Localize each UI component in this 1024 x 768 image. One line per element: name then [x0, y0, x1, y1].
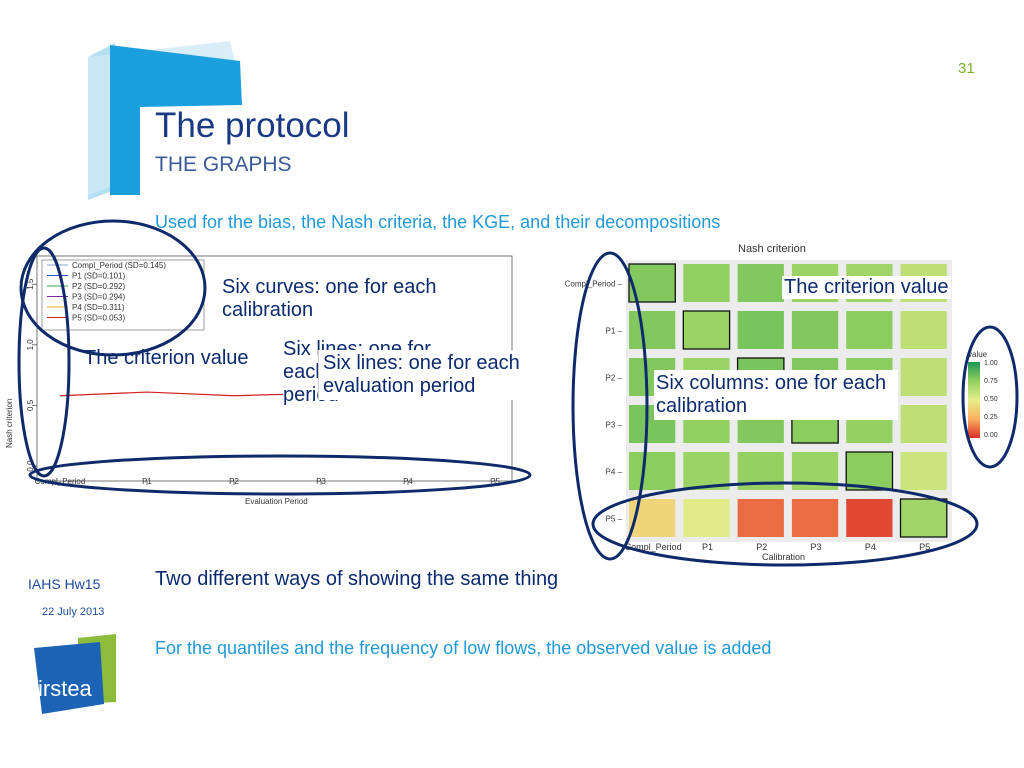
- heatmap-y-tick-label: P2 –: [606, 374, 623, 383]
- legend-entry: P3 (SD=0.294): [72, 293, 125, 302]
- heatmap-cell: [682, 310, 731, 350]
- x-tick-label: P3: [316, 477, 326, 486]
- heatmap-x-tick-label: P2: [756, 542, 767, 552]
- heatmap-cell: [629, 452, 676, 490]
- legend-entry: P5 (SD=0.053): [72, 314, 125, 323]
- heatmap-y-tick-label: P4 –: [606, 468, 623, 477]
- heatmap-cell: [900, 358, 947, 396]
- callout-six-lines: Six lines: one for each evaluation perio…: [318, 350, 532, 400]
- heatmap-cell: [791, 499, 839, 537]
- conference-label: IAHS Hw15: [28, 576, 101, 592]
- color-scale-bar: [968, 362, 980, 438]
- heatmap-cell: [737, 499, 784, 537]
- heatmap-y-tick-label: P3 –: [606, 421, 623, 430]
- heatmap-cell: [846, 311, 893, 349]
- x-ticks: Compl_Period P1 P2 P3 P4 P5: [35, 477, 501, 486]
- color-scale-tick-label: 0.00: [984, 432, 998, 439]
- x-tick-label: P4: [403, 477, 413, 486]
- date-label: 22 July 2013: [42, 606, 105, 618]
- callout-criterion-value-left: The criterion value: [84, 347, 249, 370]
- heatmap-x-axis-label: Calibration: [762, 552, 805, 562]
- x-tick-label: Compl_Period: [35, 477, 86, 486]
- y-axis-label: Nash criterion: [5, 399, 14, 448]
- slide-subtitle: THE GRAPHS: [155, 153, 292, 176]
- heatmap-cell: [900, 405, 947, 443]
- y-tick-label: 1.5: [26, 278, 35, 290]
- heatmap-x-tick-label: P5: [919, 542, 930, 552]
- heatmap-x-tick-label: P3: [811, 542, 822, 552]
- slide-title: The protocol: [155, 106, 350, 145]
- y-ticks: 0.0 0.5 1.0 1.5: [26, 278, 37, 472]
- heatmap-y-tick-label: P5 –: [606, 515, 623, 524]
- heatmap-cell: [628, 263, 676, 303]
- color-scale-tick-label: 0.75: [984, 378, 998, 385]
- heatmap-cell: [683, 452, 730, 490]
- page-number: 31: [958, 60, 975, 77]
- color-scale-tick-label: 0.50: [984, 396, 998, 403]
- heatmap-cell: [629, 499, 676, 537]
- logo-text: irstea: [38, 676, 93, 701]
- heatmap-cell: [900, 452, 947, 490]
- legend-entry: Compl_Period (SD=0.145): [72, 261, 166, 270]
- heatmap-x-tick-label: Compl_Period: [625, 542, 682, 552]
- heatmap-cell: [737, 311, 784, 349]
- heatmap-y-tick-label: Compl_Period –: [565, 280, 623, 289]
- irstea-logo: irstea: [34, 634, 116, 714]
- heatmap-y-ticks: Compl_Period – P1 – P2 – P3 – P4 – P5 –: [565, 280, 623, 524]
- y-tick-label: 1.0: [26, 339, 35, 351]
- x-axis-label: Evaluation Period: [245, 497, 308, 506]
- color-scale-ticks: 1.00 0.75 0.50 0.25 0.00: [984, 360, 998, 439]
- heatmap-cell: [683, 499, 730, 537]
- heatmap-cell: [900, 311, 947, 349]
- legend-entry: P2 (SD=0.292): [72, 282, 125, 291]
- y-tick-label: 0.5: [26, 399, 35, 411]
- heatmap-x-tick-label: P4: [865, 542, 876, 552]
- heatmap-x-tick-label: P1: [702, 542, 713, 552]
- color-scale-tick-label: 0.25: [984, 414, 998, 421]
- heatmap-cell: [846, 499, 893, 537]
- heatmap-title: Nash criterion: [738, 243, 806, 255]
- lead-text: Used for the bias, the Nash criteria, th…: [155, 212, 721, 232]
- heatmap-cell: [791, 452, 839, 490]
- x-tick-label: P2: [229, 477, 239, 486]
- footnote-text: For the quantiles and the frequency of l…: [155, 638, 772, 658]
- heatmap-cell: [683, 264, 730, 302]
- x-tick-label: P1: [142, 477, 152, 486]
- heatmap-cell: [737, 264, 784, 302]
- color-scale-tick-label: 1.00: [984, 360, 998, 367]
- y-tick-label: 0.0: [26, 460, 35, 472]
- heatmap-cell: [791, 311, 839, 349]
- decorative-brand-shapes: [88, 41, 250, 200]
- legend-entry: P1 (SD=0.101): [72, 272, 125, 281]
- heatmap-cell: [737, 452, 784, 490]
- chart-legend: Compl_Period (SD=0.145) P1 (SD=0.101)P2 (…: [41, 259, 205, 331]
- legend-title: value: [968, 350, 988, 359]
- callout-six-columns: Six columns: one for each calibration: [654, 370, 898, 420]
- legend-entry: P4 (SD=0.311): [72, 303, 125, 312]
- heatmap-cell: [845, 451, 894, 491]
- heatmap-y-tick-label: P1 –: [606, 327, 623, 336]
- heatmap-cell: [899, 498, 948, 538]
- callout-six-curves: Six curves: one for each calibration: [222, 276, 442, 322]
- heatmap-cell: [629, 311, 676, 349]
- x-tick-label: P5: [490, 477, 500, 486]
- heatmap-x-ticks: Compl_Period P1 P2 P3 P4 P5: [625, 542, 931, 552]
- callout-criterion-value-right: The criterion value: [782, 276, 951, 299]
- two-ways-text: Two different ways of showing the same t…: [155, 568, 559, 590]
